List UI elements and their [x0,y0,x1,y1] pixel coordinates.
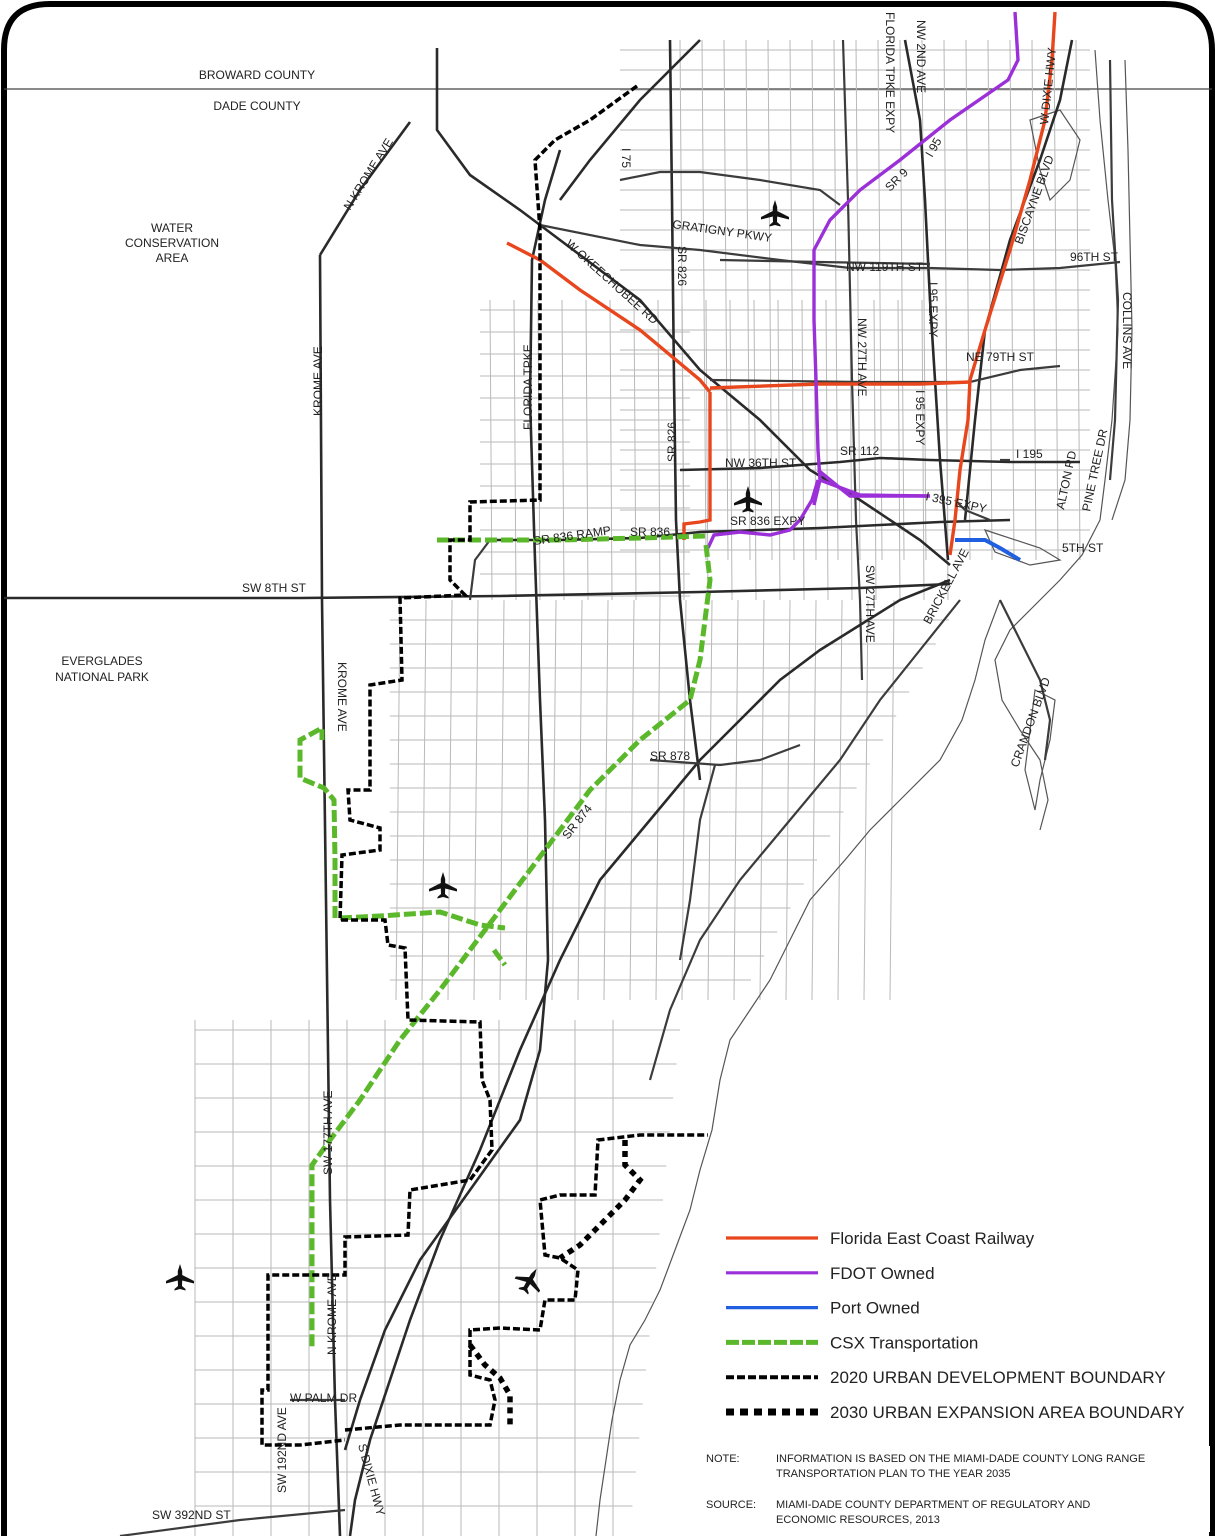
area-labels: BROWARD COUNTY DADE COUNTY WATER CONSERV… [55,68,315,684]
fdot-owned-lines [706,11,1020,549]
road-label: N KROME AVE [325,1273,339,1355]
urban-expansion-area-boundary-2030 [467,1140,644,1425]
coastline [595,49,1133,1536]
road-label: NW 2ND AVE [914,20,928,93]
legend-item-fdot-owned: FDOT Owned [726,1264,935,1283]
legend-label: 2030 URBAN EXPANSION AREA BOUNDARY [830,1403,1185,1422]
road-label: BRICKELL AVE [920,546,972,626]
legend-item-port-owned: Port Owned [726,1299,920,1318]
road-label: SR 112 [840,444,879,458]
legend-item-udb-2020: 2020 URBAN DEVELOPMENT BOUNDARY [726,1368,1166,1387]
road-label: FLORIDA TPKE EXPY [883,12,897,133]
airport-plane-icon [511,1261,549,1299]
road-label: 96TH ST [1070,250,1119,264]
water-conservation-label-2: CONSERVATION [125,236,219,250]
road-label: NW 119TH ST [846,260,924,274]
port-owned-line [955,538,1022,562]
legend-item-csx: CSX Transportation [726,1333,978,1352]
street-grid [194,39,1090,1536]
road-label: KROME AVE [311,346,325,416]
road-label: SW 192ND AVE [275,1407,289,1493]
note-text-line1: INFORMATION IS BASED ON THE MIAMI-DADE C… [776,1453,1145,1465]
source-text-line2: ECONOMIC RESOURCES, 2013 [776,1514,940,1526]
road-label: SR 836 [630,525,670,539]
note-label: NOTE: [706,1453,740,1465]
road-label: SR 836 EXPY [730,514,805,528]
road-label: SW 8TH ST [242,581,307,595]
road-label: W PALM DR [290,1391,357,1405]
note-text-line2: TRANSPORTATION PLAN TO THE YEAR 2035 [776,1468,1011,1480]
road-label: NW 36TH ST [725,456,797,470]
csx-transportation-lines [297,533,713,1350]
road-label: FLORIDA TPKE [521,344,535,430]
road-label: SW 177TH AVE [321,1091,335,1175]
road-label: COLLINS AVE [1120,292,1134,369]
road-label: 5TH ST [1062,541,1104,555]
legend-label: FDOT Owned [830,1264,935,1283]
road-label: NE 79TH ST [966,350,1035,364]
dade-county-label: DADE COUNTY [213,99,300,113]
road-label: SW 392ND ST [152,1508,231,1522]
legend-item-uea-2030: 2030 URBAN EXPANSION AREA BOUNDARY [726,1403,1185,1422]
major-roads [4,39,1121,1536]
road-label: SR 826 [665,422,679,462]
road-label: SR 836 RAMP [532,523,611,548]
airport-plane-icon [429,872,457,899]
road-label: SR 878 [650,749,690,763]
road-label: I 75 [619,148,633,168]
source-text-line1: MIAMI-DADE COUNTY DEPARTMENT OF REGULATO… [776,1499,1090,1511]
road-label: NW 27TH AVE [855,318,869,396]
road-label: N KROME AVE [341,136,396,213]
road-label: KROME AVE [335,662,349,732]
urban-development-boundary-2020 [260,84,708,1447]
legend-label: 2020 URBAN DEVELOPMENT BOUNDARY [830,1368,1166,1387]
water-conservation-label-1: WATER [151,221,193,235]
legend-label: Florida East Coast Railway [830,1229,1035,1248]
road-label: SW 27TH AVE [863,565,877,643]
everglades-label-2: NATIONAL PARK [55,670,149,684]
airport-plane-icon [761,200,789,227]
legend-item-fec-railway: Florida East Coast Railway [726,1229,1035,1248]
road-label: I 95 EXPY [913,390,927,445]
legend-label: Port Owned [830,1299,920,1318]
road-label: I 195 [1016,447,1043,461]
legend-label: CSX Transportation [830,1333,978,1352]
broward-county-label: BROWARD COUNTY [199,68,315,82]
source-label: SOURCE: [706,1499,756,1511]
road-label: SR 826 [675,246,689,286]
water-conservation-label-3: AREA [156,251,189,265]
everglades-label-1: EVERGLADES [61,654,142,668]
road-label: GRATIGNY PKWY [672,217,773,245]
airport-plane-icon [166,1264,194,1291]
fec-railway-lines [506,11,1057,556]
map-notes: NOTE: INFORMATION IS BASED ON THE MIAMI-… [700,1446,1210,1532]
road-label: I 95 EXPY [926,282,940,337]
